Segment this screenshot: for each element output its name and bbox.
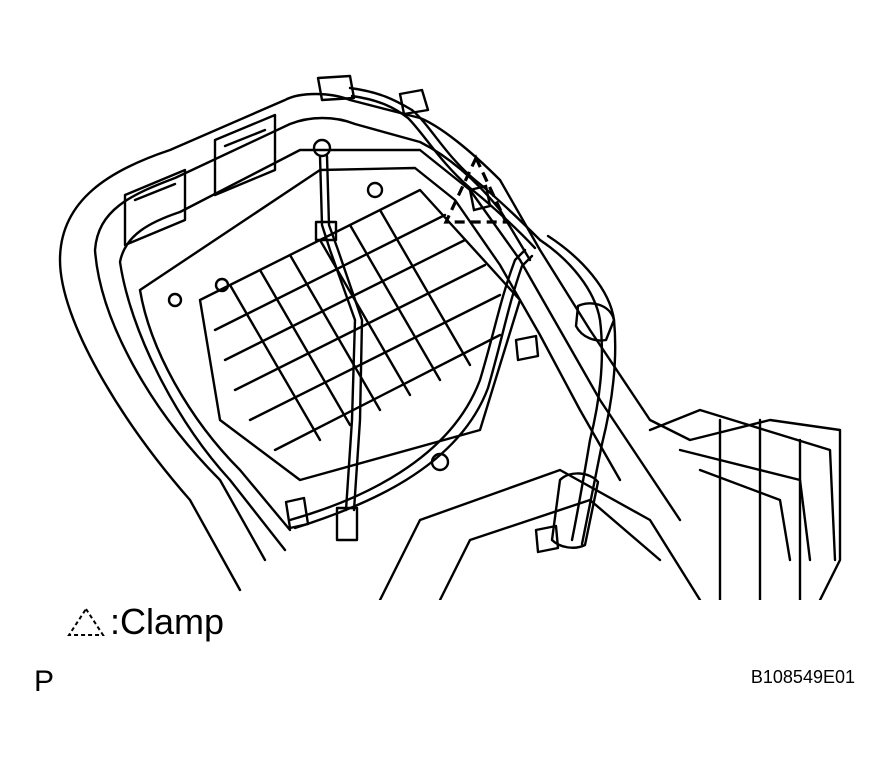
wire-harness-main	[288, 248, 527, 522]
top-harness	[348, 86, 542, 242]
clamp-callout-inner	[468, 184, 492, 212]
right-harness	[538, 238, 604, 542]
seat-cushion-outline	[58, 92, 842, 600]
seat-rail-right	[648, 408, 837, 562]
backrest-tab-left	[123, 168, 187, 247]
top-harness-2	[350, 94, 537, 250]
backrest-tab-left-inner	[133, 182, 177, 202]
wire-harness-main-2	[293, 254, 534, 530]
clamp-solid	[534, 524, 560, 554]
frame-rim-3	[138, 166, 622, 532]
legend-label: :Clamp	[110, 601, 225, 642]
seat-rail-mid	[438, 498, 662, 600]
figure-code: B108549E01	[750, 667, 855, 687]
mount-hole	[167, 292, 183, 308]
legend: :Clamp	[66, 600, 224, 644]
lever-knob	[312, 138, 332, 158]
top-connector-2	[398, 88, 430, 116]
harness-sleeve	[574, 302, 616, 342]
spring-grid-plate	[198, 188, 522, 482]
backrest-tab-mid-inner	[223, 128, 267, 148]
lever-end-fitting	[335, 506, 359, 542]
seat-rail-bars	[718, 418, 802, 600]
seat-wiring-illustration	[58, 74, 842, 600]
lever-rod	[318, 154, 357, 512]
seat-inner-rim	[93, 116, 532, 562]
corner-letter: P	[34, 665, 55, 698]
lever-rod-outline	[325, 154, 364, 512]
mount-hole	[366, 181, 384, 199]
top-connector	[316, 74, 356, 102]
backrest-tab-mid	[213, 113, 277, 197]
clamp-solid	[284, 496, 310, 530]
clamp-solid	[514, 334, 540, 362]
seat-rail-front	[378, 468, 702, 600]
right-harness-2	[546, 234, 617, 546]
lever-collar	[314, 220, 338, 242]
clamp-callout	[443, 154, 509, 224]
mount-hole	[214, 277, 230, 293]
dashed-triangle-icon	[67, 607, 105, 636]
